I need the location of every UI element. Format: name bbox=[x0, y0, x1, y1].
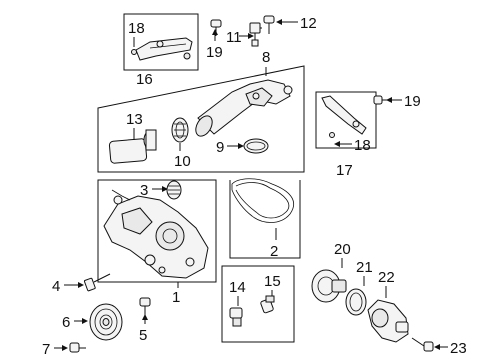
bolt-4-icon bbox=[83, 273, 111, 292]
group-box-16 bbox=[123, 13, 199, 71]
oring-9-icon bbox=[243, 138, 269, 154]
group-box-8 bbox=[97, 65, 305, 173]
bolt-23-icon bbox=[411, 337, 434, 352]
bolt-12-icon bbox=[263, 15, 275, 34]
group-box-2 bbox=[229, 180, 301, 259]
water-pump-assembly bbox=[103, 189, 209, 279]
oring-21-icon bbox=[345, 288, 367, 316]
coolant-tube-13 bbox=[108, 129, 157, 164]
callout-14: 14 bbox=[229, 279, 246, 296]
oring-small-icon bbox=[131, 49, 137, 55]
callout-10: 10 bbox=[174, 153, 191, 170]
callout-19-right: 19 bbox=[404, 93, 421, 110]
callout-12: 12 bbox=[300, 15, 317, 32]
callout-13: 13 bbox=[126, 111, 143, 128]
callout-6: 6 bbox=[62, 314, 70, 331]
group-box-17 bbox=[315, 91, 377, 149]
outlet-pipe-8 bbox=[195, 79, 293, 137]
callout-18-top: 18 bbox=[128, 20, 145, 37]
callout-23: 23 bbox=[450, 340, 467, 357]
pulley-6 bbox=[89, 303, 123, 341]
callout-22: 22 bbox=[378, 269, 395, 286]
thermostat-20 bbox=[311, 269, 347, 303]
callout-18-right: 18 bbox=[354, 137, 371, 154]
callout-1: 1 bbox=[172, 289, 180, 306]
callout-5: 5 bbox=[139, 327, 147, 344]
callout-20: 20 bbox=[334, 241, 351, 258]
callout-16: 16 bbox=[136, 71, 153, 88]
callout-8: 8 bbox=[262, 49, 270, 66]
thermostat-housing-22 bbox=[367, 299, 409, 343]
hose-clip-14 bbox=[229, 307, 243, 327]
seal-ring-10 bbox=[171, 117, 189, 143]
group-box-1 bbox=[97, 179, 217, 283]
callout-17: 17 bbox=[336, 162, 353, 179]
callout-3: 3 bbox=[140, 182, 148, 199]
callout-11: 11 bbox=[226, 29, 242, 46]
hose-clip-15 bbox=[260, 295, 275, 314]
bolt-5-icon bbox=[139, 297, 151, 316]
callout-2: 2 bbox=[270, 243, 278, 260]
drive-belt-2 bbox=[231, 178, 295, 223]
callout-9: 9 bbox=[216, 139, 224, 156]
group-box-14-15 bbox=[221, 265, 295, 343]
callout-7: 7 bbox=[42, 341, 50, 358]
bolt-11-icon bbox=[249, 22, 262, 47]
callout-4: 4 bbox=[52, 278, 60, 295]
callout-19-top: 19 bbox=[206, 44, 223, 61]
callout-21: 21 bbox=[356, 259, 373, 276]
seal-3-icon bbox=[166, 180, 182, 200]
bolt-7-icon bbox=[69, 342, 86, 353]
callout-15: 15 bbox=[264, 273, 281, 290]
